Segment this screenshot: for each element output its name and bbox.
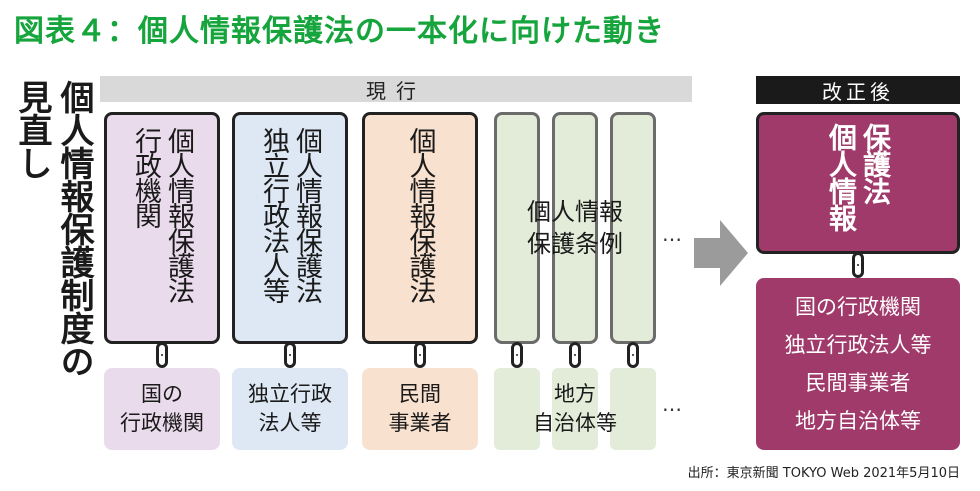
ellipsis-bottom: … xyxy=(662,392,684,416)
unified-law-line-1: 個人情報 xyxy=(825,123,858,231)
connector-pin xyxy=(627,342,639,368)
transition-arrow-icon xyxy=(694,220,748,286)
unified-target-4: 地方自治体等 xyxy=(795,409,921,433)
ordinance-label: 個人情報 保護条例 xyxy=(496,196,654,260)
column-1-line-1: 行政機関 xyxy=(130,127,161,227)
column-private-sector-law: 個人情報保護法 xyxy=(362,112,478,344)
ordinance-target-label: 地方 自治体等 xyxy=(494,368,656,450)
column-2-target-line-2: 法人等 xyxy=(258,411,322,435)
column-1-target-line-1: 国の xyxy=(141,382,183,406)
column-3-line-1: 個人情報保護法 xyxy=(404,127,436,302)
ordinance-box xyxy=(494,112,540,344)
column-1-line-2: 個人情報保護法 xyxy=(163,127,194,302)
unified-target-3: 民間事業者 xyxy=(805,371,911,395)
ordinance-label-line-2: 保護条例 xyxy=(527,230,623,258)
unified-target-1: 国の行政機関 xyxy=(795,295,921,319)
column-administrative-law: 行政機関 個人情報保護法 xyxy=(104,112,220,344)
unified-target-2: 独立行政法人等 xyxy=(784,333,932,357)
source-caption: 出所：東京新聞 TOKYO Web 2021年5月10日 xyxy=(687,466,960,481)
ordinance-target-box xyxy=(494,368,540,450)
unified-targets-box: 国の行政機関 独立行政法人等 民間事業者 地方自治体等 xyxy=(756,278,960,450)
side-title-line-2: 見直し xyxy=(12,80,52,179)
ordinance-label-line-1: 個人情報 xyxy=(527,198,623,226)
unified-law-line-2: 保護法 xyxy=(859,123,892,204)
ordinance-target-box xyxy=(610,368,656,450)
column-1-target-line-2: 行政機関 xyxy=(120,411,204,435)
connector-pin xyxy=(511,342,523,368)
current-banner: 現行 xyxy=(100,76,692,103)
ellipsis-top: … xyxy=(662,222,684,246)
column-3-target: 民間 事業者 xyxy=(362,368,478,450)
after-reform-banner: 改正後 xyxy=(756,76,960,104)
unified-law-box: 個人情報 保護法 xyxy=(756,112,960,254)
connector-pin xyxy=(414,342,426,368)
column-2-line-1: 独立行政法人等 xyxy=(258,127,289,302)
side-title-line-1: 個人情報保護制度の xyxy=(54,80,94,377)
connector-pin xyxy=(569,342,581,368)
column-3-target-line-2: 事業者 xyxy=(388,411,452,435)
column-2-target-line-1: 独立行政 xyxy=(248,382,332,406)
ordinance-target-line-2: 自治体等 xyxy=(533,411,617,435)
column-independent-agency-law: 独立行政法人等 個人情報保護法 xyxy=(232,112,348,344)
column-3-target-line-1: 民間 xyxy=(399,382,441,406)
ordinance-target-box xyxy=(552,368,598,450)
ordinance-target-line-1: 地方 xyxy=(554,382,596,406)
figure-title: 図表４：個人情報保護法の一本化に向けた動き xyxy=(14,14,665,49)
column-2-target: 独立行政 法人等 xyxy=(232,368,348,450)
ordinance-box xyxy=(552,112,598,344)
connector-pin xyxy=(852,252,864,278)
connector-pin xyxy=(284,342,296,368)
connector-pin xyxy=(156,342,168,368)
column-1-target: 国の 行政機関 xyxy=(104,368,220,450)
column-2-line-2: 個人情報保護法 xyxy=(291,127,322,302)
